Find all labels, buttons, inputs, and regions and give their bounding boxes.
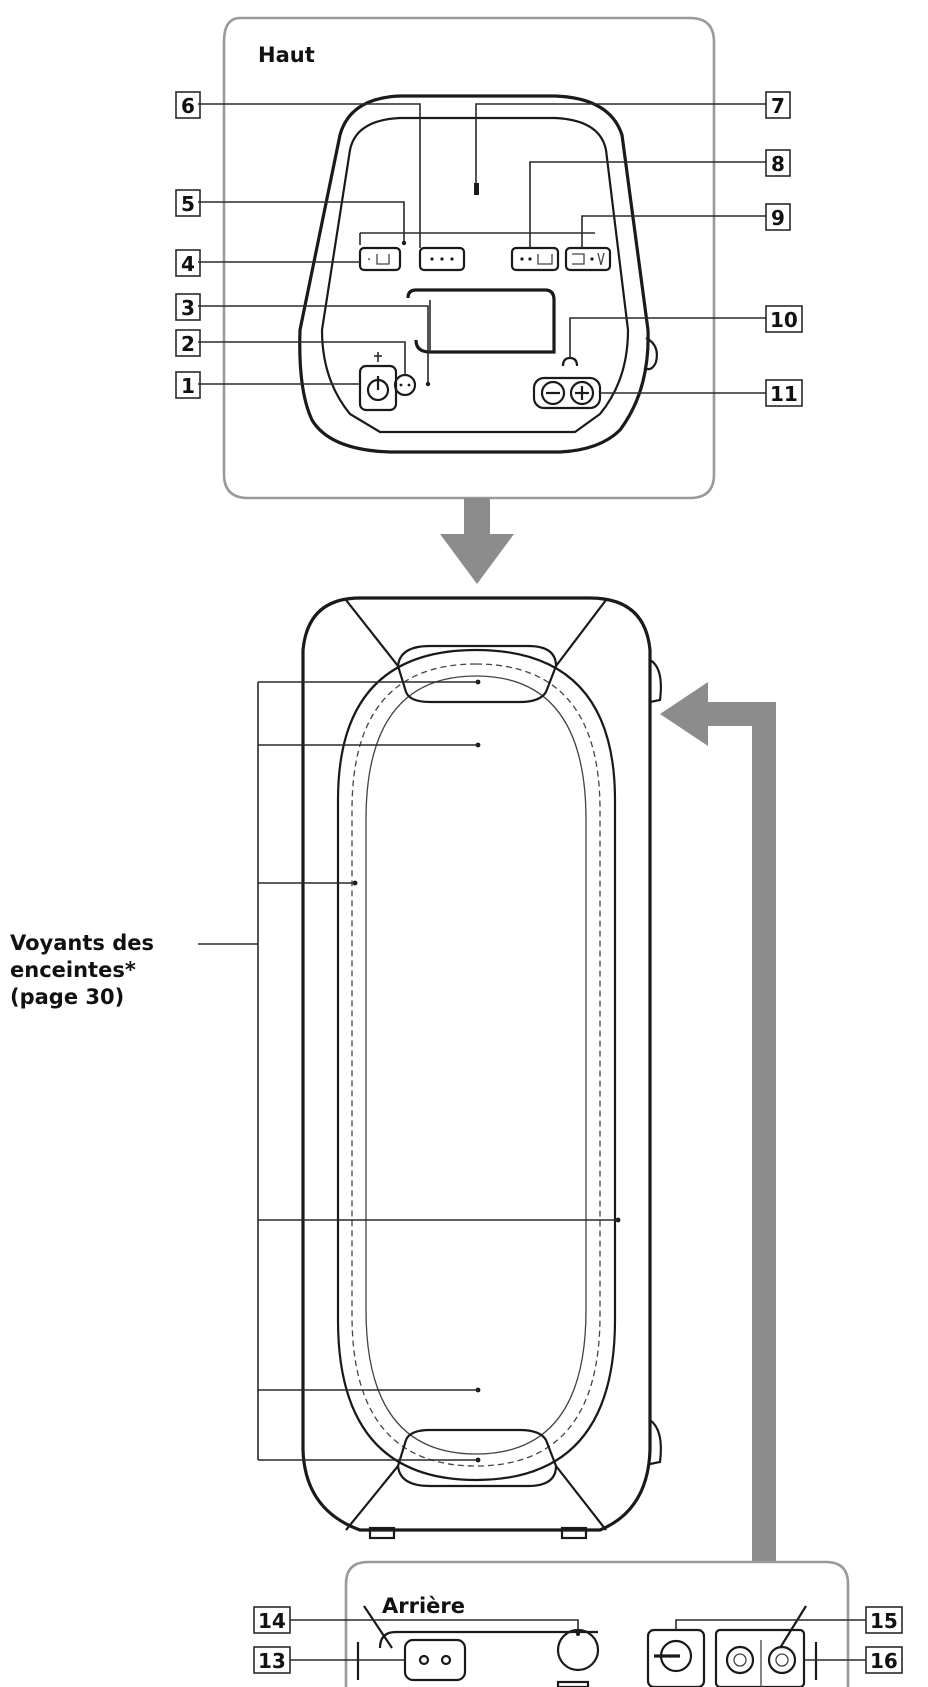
microphone-slot bbox=[474, 183, 479, 195]
svg-text:11: 11 bbox=[770, 382, 798, 406]
side-knob bbox=[643, 337, 658, 371]
svg-text:8: 8 bbox=[771, 152, 785, 176]
top-speaker-body bbox=[298, 94, 650, 454]
indicator-5 bbox=[401, 240, 407, 246]
svg-text:14: 14 bbox=[258, 1609, 286, 1633]
svg-text:3: 3 bbox=[181, 296, 195, 320]
button-4[interactable] bbox=[358, 246, 402, 272]
indicator-3 bbox=[425, 381, 431, 387]
jack-block-15 bbox=[646, 1628, 706, 1687]
speaker-light-ring bbox=[336, 648, 617, 1482]
speaker-lights-label-3: (page 30) bbox=[10, 985, 124, 1009]
speaker-lights-label-2: enceintes* bbox=[10, 958, 136, 982]
svg-text:9: 9 bbox=[771, 206, 785, 230]
svg-text:4: 4 bbox=[181, 252, 195, 276]
svg-text:7: 7 bbox=[771, 94, 785, 118]
callout-15: 15 bbox=[865, 1606, 903, 1634]
callout-5: 5 bbox=[175, 189, 201, 217]
svg-text:16: 16 bbox=[870, 1649, 898, 1673]
up-left-arrow bbox=[660, 682, 776, 1562]
button-8[interactable] bbox=[510, 246, 560, 272]
down-arrow bbox=[440, 498, 514, 584]
back-panel-title: Arrière bbox=[382, 1594, 465, 1618]
speaker-lights-label-1: Voyants des bbox=[10, 931, 154, 955]
plus-icon[interactable] bbox=[569, 380, 595, 406]
front-speaker bbox=[198, 596, 662, 1540]
ac-inlet-icon bbox=[403, 1638, 467, 1682]
speaker-grille bbox=[365, 675, 587, 1455]
rca-jacks-16 bbox=[714, 1628, 806, 1687]
top-light-bar bbox=[396, 644, 558, 704]
callout-16: 16 bbox=[865, 1646, 903, 1674]
svg-text:13: 13 bbox=[258, 1649, 286, 1673]
indicator-10 bbox=[561, 356, 579, 367]
back-panel: Arrière bbox=[253, 1560, 903, 1687]
button-2[interactable] bbox=[393, 373, 417, 397]
button-6[interactable] bbox=[418, 246, 466, 272]
power-icon bbox=[366, 376, 390, 402]
svg-text:10: 10 bbox=[770, 308, 798, 332]
callout-9: 9 bbox=[765, 203, 791, 231]
top-panel: Haut · bbox=[175, 16, 803, 500]
minus-icon[interactable] bbox=[540, 380, 566, 406]
bottom-light-bar bbox=[396, 1428, 558, 1488]
svg-text:5: 5 bbox=[181, 192, 195, 216]
top-handle bbox=[406, 288, 556, 354]
top-panel-title: Haut bbox=[258, 43, 315, 67]
callout-14: 14 bbox=[253, 1606, 291, 1634]
callout-2: 2 bbox=[175, 329, 201, 357]
callout-7: 7 bbox=[765, 91, 791, 119]
callout-11: 11 bbox=[765, 379, 803, 407]
control-strip-line bbox=[359, 232, 595, 245]
button-4-glyph: · bbox=[367, 253, 371, 268]
back-panel-frame bbox=[344, 1560, 850, 1687]
power-button[interactable] bbox=[358, 364, 398, 412]
callout-3: 3 bbox=[175, 293, 201, 321]
callout-13: 13 bbox=[253, 1646, 291, 1674]
svg-text:2: 2 bbox=[181, 332, 195, 356]
svg-text:1: 1 bbox=[181, 374, 195, 398]
callout-4: 4 bbox=[175, 249, 201, 277]
front-speaker-body bbox=[301, 596, 652, 1532]
svg-text:6: 6 bbox=[181, 94, 195, 118]
volume-buttons bbox=[532, 376, 602, 410]
button-9[interactable] bbox=[564, 246, 612, 272]
svg-text:15: 15 bbox=[870, 1609, 898, 1633]
top-speaker-inner bbox=[320, 116, 630, 434]
callout-1: 1 bbox=[175, 371, 201, 399]
callout-6: 6 bbox=[175, 91, 201, 119]
top-panel-frame bbox=[222, 16, 716, 500]
usb-port-icon[interactable] bbox=[556, 1680, 590, 1687]
callout-8: 8 bbox=[765, 149, 791, 177]
callout-10: 10 bbox=[765, 305, 803, 333]
